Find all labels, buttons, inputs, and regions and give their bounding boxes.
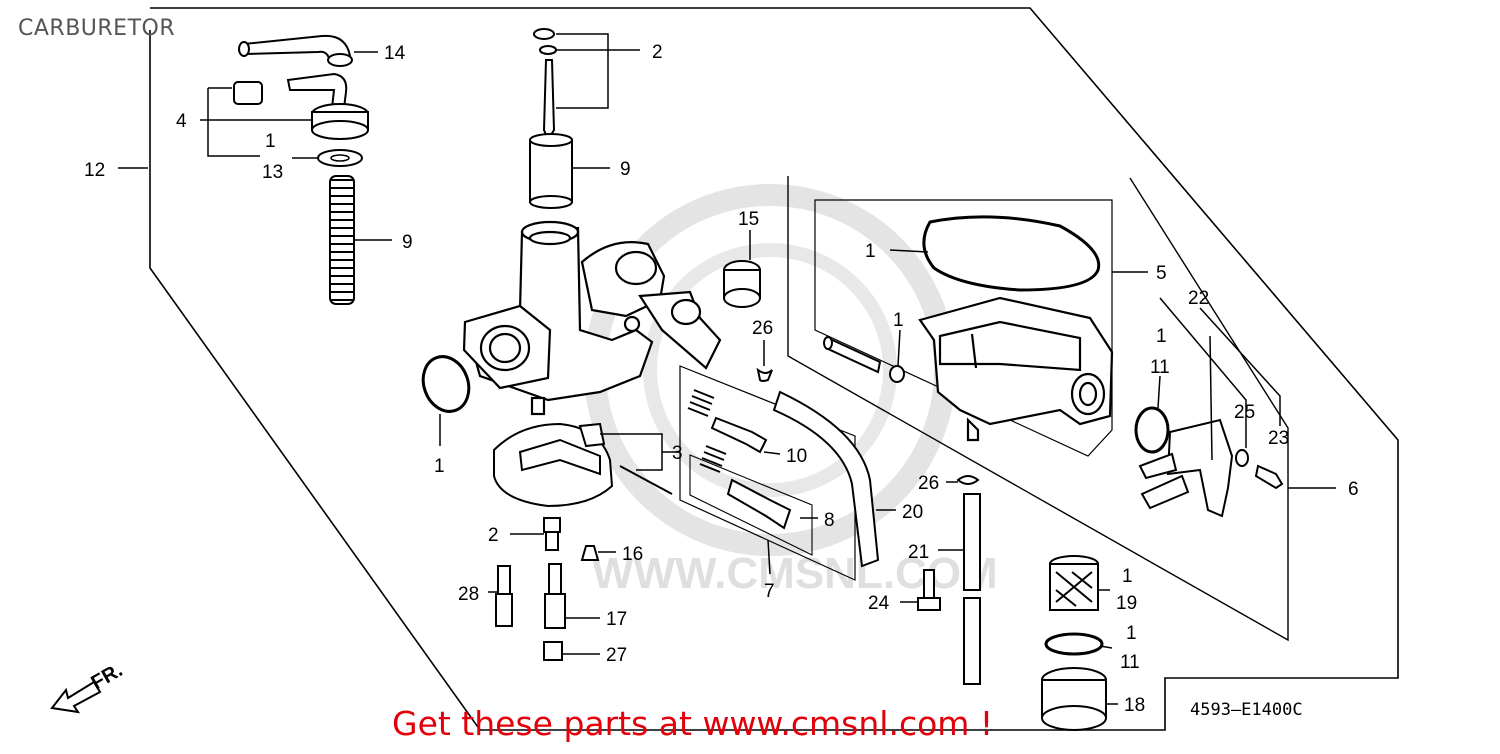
part-5-float-chamber[interactable] [918,296,1114,442]
callout-1-oring[interactable]: 1 [434,456,445,477]
watermark-text: WWW.CMSNL.COM [592,549,998,598]
callout-26-bottom[interactable]: 26 [918,473,939,494]
callout-28[interactable]: 28 [458,584,479,605]
callout-18[interactable]: 18 [1124,695,1145,716]
part-3-float[interactable] [493,422,673,508]
callout-1-filter[interactable]: 1 [1122,566,1133,587]
callout-1-lower[interactable]: 1 [1126,623,1137,644]
part-26-clip-b[interactable] [956,475,980,485]
part-20-tube[interactable] [772,390,880,568]
part-23-screw[interactable] [1254,464,1284,490]
part-screw-chamber[interactable] [823,336,905,383]
callout-21[interactable]: 21 [908,542,929,563]
callout-5[interactable]: 5 [1156,263,1167,284]
front-direction-arrow: FR. [50,659,126,714]
part-25-washer[interactable] [1235,449,1249,467]
callout-1-screw[interactable]: 1 [893,310,904,331]
callout-16[interactable]: 16 [622,544,643,565]
part-13-washer-hole [330,154,350,162]
part-1-o-ring-left[interactable] [416,350,476,418]
callout-6[interactable]: 6 [1348,479,1359,500]
callout-9-valve[interactable]: 9 [620,159,631,180]
part-9-spring[interactable] [329,175,355,305]
part-28-jet[interactable] [495,565,513,627]
part-22-drain-valve[interactable] [1138,418,1234,518]
part-11-o-ring-lower[interactable] [1044,632,1104,656]
group-boundary-chamber-5 [814,199,1113,457]
callout-11-top[interactable]: 11 [1150,357,1170,378]
part-2-jet[interactable] [543,517,561,551]
part-18-cap[interactable] [1041,667,1107,731]
part-21-tube[interactable] [963,493,981,685]
callout-26-top[interactable]: 26 [752,318,773,339]
callout-12[interactable]: 12 [84,160,105,181]
callout-10[interactable]: 10 [786,446,807,467]
footer-link[interactable]: Get these parts at www.cmsnl.com ! [392,704,994,743]
callout-15[interactable]: 15 [738,209,759,230]
callout-19[interactable]: 19 [1116,593,1137,614]
part-11-o-ring[interactable] [1134,406,1170,454]
callout-23[interactable]: 23 [1268,428,1289,449]
part-9-throttle-valve[interactable] [529,133,573,209]
callout-3[interactable]: 3 [672,443,683,464]
part-26-clip-a[interactable] [756,367,773,382]
callout-2-bottom[interactable]: 2 [488,525,499,546]
part-2-needle[interactable] [533,28,557,143]
part-10-screw[interactable] [687,389,768,454]
group-boundary-outer [149,7,1399,731]
part-19-filter[interactable] [1049,555,1099,611]
group-boundary-screw-8 [689,454,813,556]
callout-1-top[interactable]: 1 [265,131,276,152]
part-8-screw[interactable] [699,445,792,530]
callout-14[interactable]: 14 [384,43,406,64]
callout-27[interactable]: 27 [606,645,627,666]
callout-2-top[interactable]: 2 [652,42,663,63]
callout-4[interactable]: 4 [176,111,187,132]
callout-22[interactable]: 22 [1188,288,1209,309]
part-27-jet[interactable] [543,641,563,661]
callout-13[interactable]: 13 [262,162,283,183]
part-24-screw[interactable] [917,569,941,611]
callout-11-bottom[interactable]: 11 [1120,652,1140,673]
part-14-tube[interactable] [238,34,353,67]
callout-1-drain[interactable]: 1 [1156,326,1167,347]
callout-17[interactable]: 17 [606,609,627,630]
part-16-jet[interactable] [580,545,600,561]
callout-7[interactable]: 7 [764,581,775,602]
carburetor-body[interactable] [462,220,722,416]
part-15-cap[interactable] [723,260,761,308]
callout-20[interactable]: 20 [902,502,923,523]
callout-25[interactable]: 25 [1234,402,1255,423]
diagram-code: 4593—E1400C [1190,700,1303,720]
part-17-jet-holder[interactable] [544,563,566,629]
callout-9-spring[interactable]: 9 [402,232,413,253]
page-title: CARBURETOR [18,16,176,41]
callout-1-gasket[interactable]: 1 [865,241,876,262]
leader-lines [118,33,1336,705]
part-4-cap[interactable] [233,72,369,140]
callout-labels: 14 2 4 1 13 12 9 9 15 1 1 5 26 22 1 11 2… [84,42,1359,716]
callout-8[interactable]: 8 [824,510,835,531]
group-boundary-float-chamber [787,176,1289,642]
callout-24[interactable]: 24 [868,593,890,614]
part-1-gasket[interactable] [922,215,1101,292]
